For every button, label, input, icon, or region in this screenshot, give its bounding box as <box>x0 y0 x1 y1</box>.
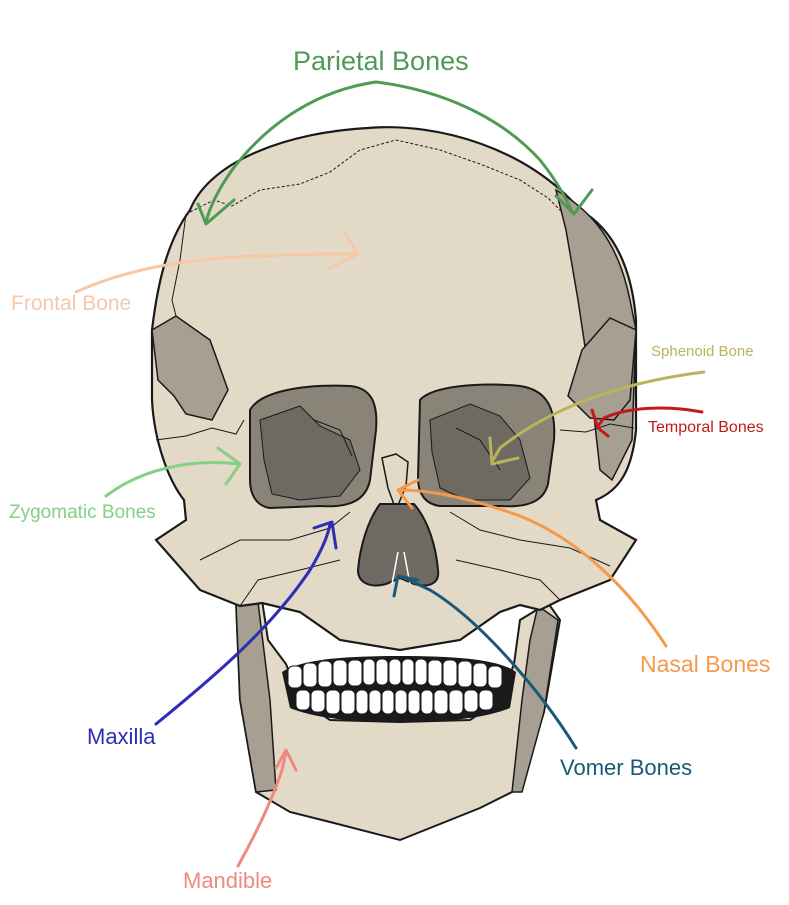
nasal-arrow <box>396 478 668 648</box>
right-orbit <box>416 383 556 508</box>
label-sphenoid-bone: Sphenoid Bone <box>651 343 754 360</box>
temporal-arrow <box>590 406 704 438</box>
cranium <box>150 126 638 842</box>
label-parietal-bones: Parietal Bones <box>293 46 469 76</box>
mandible-arrow <box>236 748 298 868</box>
label-zygomatic-bones: Zygomatic Bones <box>9 502 156 523</box>
skull-outline <box>150 126 638 652</box>
label-frontal-bone: Frontal Bone <box>11 292 132 315</box>
label-nasal-bones: Nasal Bones <box>640 651 771 677</box>
label-temporal-bones: Temporal Bones <box>648 419 764 436</box>
parietal-arrow <box>196 80 594 226</box>
vomer-arrow <box>392 574 578 750</box>
label-maxilla: Maxilla <box>87 724 156 749</box>
left-orbit <box>249 384 378 510</box>
zygomatic-arrow <box>104 446 242 498</box>
nasal-cavity <box>356 503 440 587</box>
teeth <box>282 656 516 722</box>
label-vomer-bones: Vomer Bones <box>560 755 693 780</box>
frontal-arrow <box>74 230 360 294</box>
label-mandible: Mandible <box>183 868 273 893</box>
sphenoid-arrow <box>488 370 706 466</box>
maxilla-arrow <box>154 520 338 726</box>
